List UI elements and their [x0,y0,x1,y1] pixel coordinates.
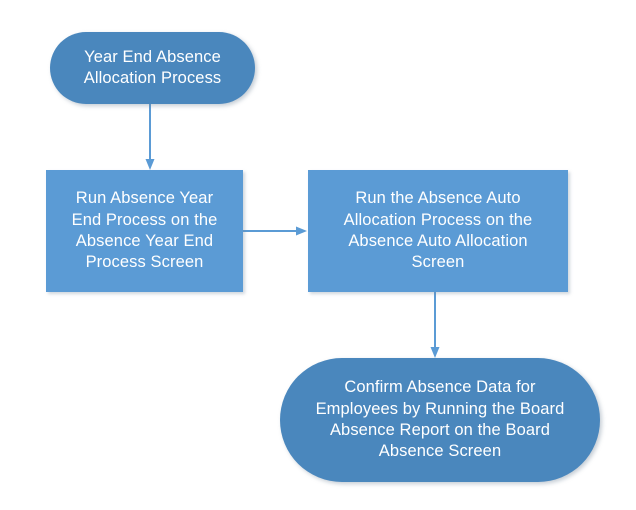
node-year-end-label: Run Absence Year End Process on the Abse… [71,189,218,272]
node-auto-allocation-label: Run the Absence Auto Allocation Process … [343,189,533,272]
node-start-label: Year End Absence Allocation Process [83,47,222,87]
node-confirm-label: Confirm Absence Data for Employees by Ru… [315,378,565,461]
node-start-year-end-absence-allocation-process[interactable]: Year End Absence Allocation Process [50,32,255,104]
node-run-absence-year-end-process[interactable]: Run Absence Year End Process on the Abse… [46,170,243,292]
node-confirm-absence-data[interactable]: Confirm Absence Data for Employees by Ru… [280,358,600,482]
node-run-absence-auto-allocation-process[interactable]: Run the Absence Auto Allocation Process … [308,170,568,292]
